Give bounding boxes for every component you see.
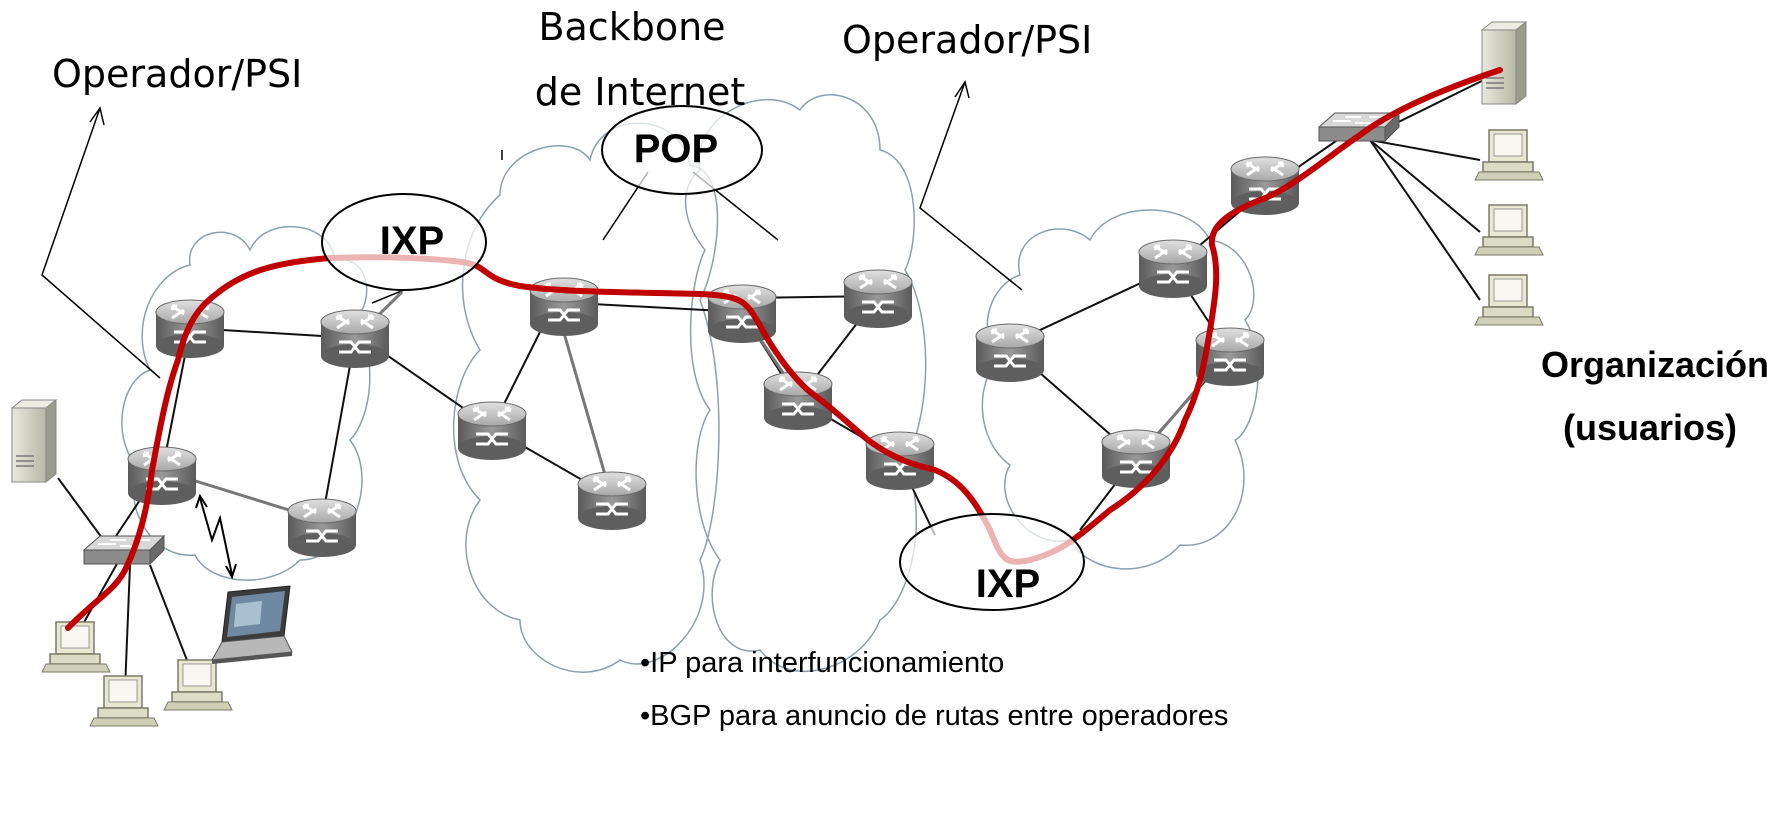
operator-left-label: Operador/PSI	[52, 52, 302, 96]
ixp-bottom-oval: IXP	[899, 513, 1085, 611]
router-icon	[842, 268, 914, 330]
wireless-link	[195, 493, 237, 580]
ixp-left-label: IXP	[380, 219, 444, 263]
cloud-backbone-left	[453, 122, 720, 673]
router-icon	[1100, 428, 1172, 490]
workstation-icon	[163, 659, 233, 711]
backbone-label-line2: de Internet	[535, 70, 745, 114]
switch-icon	[83, 535, 165, 565]
workstation-icon	[1474, 274, 1544, 326]
cloud-backbone-right	[684, 94, 927, 673]
organization-label-line2: (usuarios)	[1563, 407, 1737, 448]
cloud-right	[981, 209, 1259, 570]
router-icon	[456, 400, 528, 462]
note-bgp: •BGP para anuncio de rutas entre operado…	[640, 700, 1228, 732]
router-icon	[974, 322, 1046, 384]
workstation-icon	[89, 675, 159, 727]
laptop-icon	[211, 585, 293, 664]
organization-label-line1: Organización	[1541, 344, 1767, 385]
ixp-bottom-label: IXP	[976, 562, 1040, 606]
router-icon	[319, 308, 391, 370]
server-icon	[1481, 21, 1527, 105]
operator-right-label: Operador/PSI	[842, 18, 1092, 62]
workstation-icon	[1474, 204, 1544, 256]
workstation-icon	[1474, 129, 1544, 181]
workstation-icon	[41, 621, 111, 673]
note-ip: •IP para interfuncionamiento	[640, 647, 1004, 679]
router-icon	[576, 470, 648, 532]
router-icon	[286, 497, 358, 559]
ixp-left-oval: IXP	[321, 193, 487, 291]
pop-oval: POP	[601, 105, 763, 195]
router-icon	[126, 445, 198, 507]
server-icon	[11, 399, 57, 483]
backbone-label-line1: Backbone	[538, 5, 725, 49]
pop-label: POP	[634, 127, 718, 171]
route-path	[65, 67, 1503, 631]
router-icon	[1137, 238, 1209, 300]
